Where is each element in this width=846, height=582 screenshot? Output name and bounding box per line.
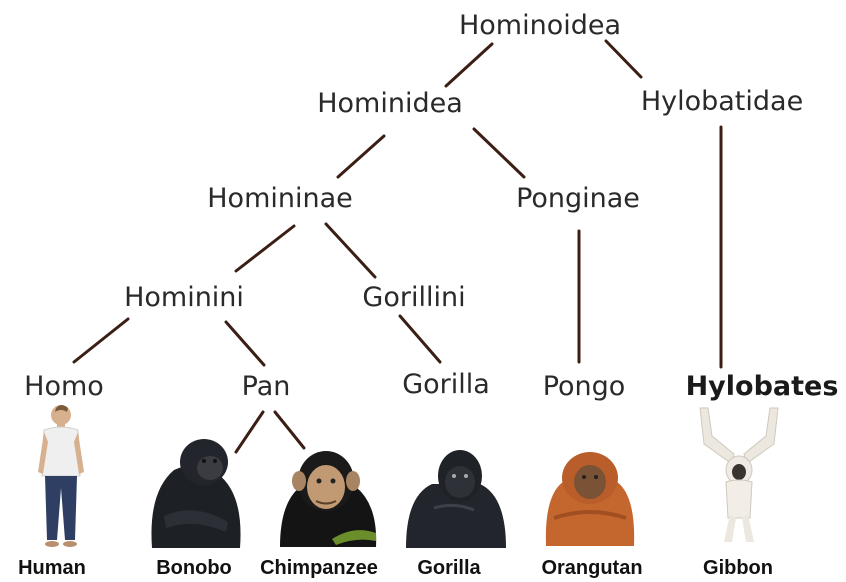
edge-gorillini-gorilla bbox=[400, 316, 440, 362]
edge-hominidea-ponginae bbox=[474, 129, 524, 177]
edge-homininae-hominini bbox=[236, 226, 294, 271]
human-image bbox=[30, 402, 90, 550]
node-pongo: Pongo bbox=[543, 373, 626, 400]
node-gorilla: Gorilla bbox=[402, 371, 490, 398]
edge-homininae-gorillini bbox=[326, 224, 375, 277]
caption-orangutan: Orangutan bbox=[541, 558, 642, 578]
chimpanzee-image bbox=[276, 447, 380, 547]
edge-hominini-homo bbox=[74, 319, 128, 362]
caption-bonobo: Bonobo bbox=[156, 558, 232, 578]
caption-chimpanzee: Chimpanzee bbox=[260, 558, 378, 578]
node-hominini: Hominini bbox=[124, 284, 244, 311]
edge-pan-chimpanzee bbox=[275, 412, 304, 448]
edge-hominoidea-hylobatidae bbox=[606, 41, 641, 77]
node-gorillini: Gorillini bbox=[362, 284, 465, 311]
node-homininae: Homininae bbox=[207, 185, 353, 212]
node-hominoidea: Hominoidea bbox=[459, 12, 621, 39]
edge-hominidea-homininae bbox=[338, 136, 384, 177]
node-ponginae: Ponginae bbox=[516, 185, 640, 212]
caption-gibbon: Gibbon bbox=[703, 558, 773, 578]
gorilla-image bbox=[404, 448, 508, 548]
node-homo: Homo bbox=[24, 373, 104, 400]
gibbon-image bbox=[694, 404, 784, 544]
caption-human: Human bbox=[18, 558, 86, 578]
node-hylobates: Hylobates bbox=[686, 373, 839, 400]
caption-gorilla: Gorilla bbox=[417, 558, 480, 578]
node-hominidea: Hominidea bbox=[317, 90, 463, 117]
node-hylobatidae: Hylobatidae bbox=[641, 88, 803, 115]
node-pan: Pan bbox=[242, 373, 291, 400]
edge-hominini-pan bbox=[226, 322, 264, 365]
edge-hominoidea-hominidea bbox=[446, 44, 492, 86]
orangutan-image bbox=[544, 448, 636, 546]
bonobo-image bbox=[144, 432, 246, 548]
